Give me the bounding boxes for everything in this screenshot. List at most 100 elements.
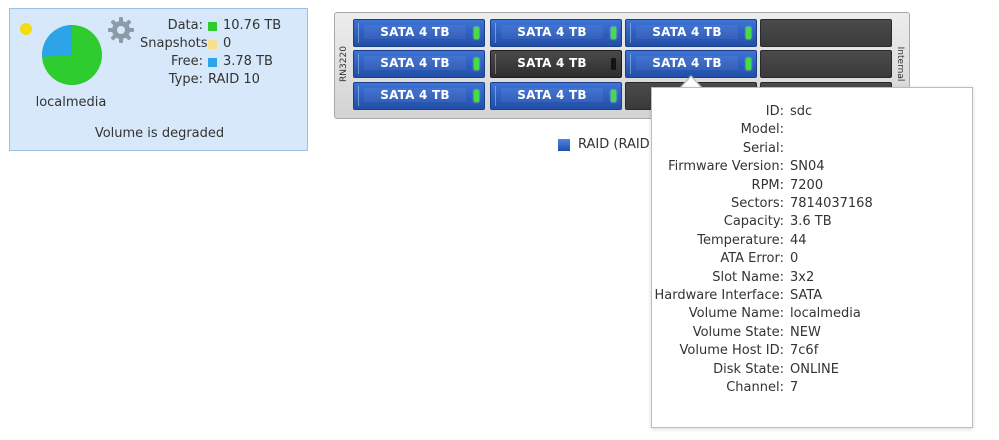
volume-name: localmedia (35, 95, 107, 110)
drive-bay[interactable]: SATA 4 TB (490, 50, 622, 78)
drive-status-led (474, 27, 479, 39)
volume-state: Volume is degraded (94, 126, 225, 141)
stat-label: Data: (167, 18, 203, 33)
data-swatch (208, 21, 217, 31)
drive-bay[interactable]: SATA 4 TB (353, 50, 485, 78)
drive-label: SATA 4 TB (501, 25, 603, 39)
tooltip-key: Channel: (726, 380, 784, 395)
stat-type: Type: RAID 10 (140, 71, 281, 89)
raid-legend-label: RAID (RAID 1 (578, 137, 663, 152)
volume-stats: Data: 10.76 TB Snapshots: 0 Free: 3.78 T… (140, 17, 281, 89)
tooltip-row: Slot Name: 3x2 (652, 270, 974, 288)
drive-label: SATA 4 TB (364, 56, 466, 70)
tooltip-value: NEW (790, 324, 821, 340)
stat-label: Free: (171, 54, 203, 69)
tooltip-key: Volume Name: (688, 306, 784, 322)
tooltip-key: Volume Host ID: (679, 343, 784, 359)
raid-legend-swatch (558, 138, 570, 151)
tooltip-row: Volume Name: localmedia (652, 306, 974, 324)
drive-bay[interactable]: SATA 4 TB (625, 50, 757, 78)
stat-value: 3.78 TB (223, 54, 273, 69)
stat-value: RAID 10 (208, 72, 260, 87)
tooltip-row: Sectors: 7814037168 (652, 196, 974, 214)
tooltip-value: 0 (790, 251, 799, 267)
tooltip-value: 3.6 TB (790, 214, 832, 230)
drive-status-led (746, 58, 751, 70)
stat-free: Free: 3.78 TB (140, 53, 281, 71)
tooltip-key: RPM: (751, 177, 784, 193)
tooltip-row: Volume Host ID: 7c6f (652, 343, 974, 361)
tooltip-value: SATA (790, 288, 823, 303)
drive-bay-empty[interactable] (760, 19, 892, 47)
free-swatch (208, 57, 217, 67)
tooltip-value: ONLINE (790, 361, 839, 377)
drive-status-led (611, 58, 616, 70)
drive-bay[interactable]: SATA 4 TB (490, 19, 622, 47)
tooltip-key: Serial: (742, 140, 784, 156)
drive-bay[interactable]: SATA 4 TB (490, 82, 622, 110)
drive-handle (358, 54, 361, 74)
tooltip-row: Firmware Version:SN04 (652, 159, 974, 177)
tooltip-key: Model: (740, 122, 784, 138)
tooltip-value: localmedia (790, 306, 861, 322)
tooltip-key: Temperature: (697, 232, 784, 248)
tooltip-row: Volume State: NEW (652, 325, 974, 343)
stat-value: 0 (223, 36, 232, 51)
tooltip-value: 7200 (790, 177, 824, 193)
tooltip-row: Disk State:ONLINE (652, 362, 974, 380)
stat-value: 10.76 TB (223, 18, 282, 33)
volume-card[interactable]: localmedia Volume is degraded Data: 10.7… (9, 8, 308, 151)
stat-label: Snapshots: (140, 36, 212, 51)
tooltip-key: ID: (765, 104, 784, 119)
drive-bay[interactable]: SATA 4 TB (625, 19, 757, 47)
snapshots-swatch (208, 39, 217, 49)
tooltip-row: ATA Error: 0 (652, 251, 974, 269)
tooltip-row: ID: sdc (652, 104, 974, 122)
drive-handle (358, 86, 361, 106)
drive-status-led (611, 90, 616, 102)
tooltip-row: RPM: 7200 (652, 178, 974, 196)
tooltip-key: ATA Error: (720, 251, 784, 267)
drive-status-led (611, 27, 616, 39)
drive-bay[interactable]: SATA 4 TB (353, 19, 485, 47)
drive-label: SATA 4 TB (364, 88, 466, 102)
drive-status-led (746, 27, 751, 39)
tooltip-key: Hardware Interface: (654, 288, 784, 303)
drive-handle (358, 23, 361, 43)
tooltip-key: Capacity: (723, 214, 784, 230)
drive-label: SATA 4 TB (501, 88, 603, 102)
drive-handle (495, 23, 498, 43)
drive-label: SATA 4 TB (517, 56, 587, 70)
tooltip-value: 3x2 (790, 269, 815, 285)
drive-handle (630, 23, 633, 43)
drive-handle (495, 86, 498, 106)
tooltip-row: Channel: 7 (652, 380, 974, 398)
tooltip-key: Sectors: (731, 196, 784, 211)
drive-label: SATA 4 TB (636, 25, 738, 39)
tooltip-value: 44 (790, 232, 807, 248)
drive-label: SATA 4 TB (364, 25, 466, 39)
tooltip-key: Slot Name: (712, 269, 784, 285)
volume-status-indicator (20, 23, 32, 35)
stat-snapshots: Snapshots: 0 (140, 35, 281, 53)
drive-bay-empty[interactable] (760, 50, 892, 78)
tooltip-value: sdc (790, 104, 813, 119)
drive-handle (495, 54, 498, 74)
tooltip-value: 7c6f (790, 343, 819, 359)
chassis-model-label: RN3220 (339, 46, 349, 82)
tooltip-value: 7814037168 (790, 196, 873, 211)
pie-free-slice (42, 25, 72, 57)
tooltip-key: Volume State: (692, 324, 784, 340)
stat-data: Data: 10.76 TB (140, 17, 282, 35)
tooltip-value: 7 (790, 380, 799, 395)
tooltip-arrow-fill (680, 77, 702, 89)
volume-usage-pie (42, 25, 102, 85)
drive-bay[interactable]: SATA 4 TB (353, 82, 485, 110)
tooltip-row: Hardware Interface: SATA (652, 288, 974, 306)
gear-icon[interactable] (107, 16, 135, 44)
tooltip-row: Temperature: 44 (652, 233, 974, 251)
tooltip-value: SN04 (790, 159, 825, 175)
tooltip-row: Model: (652, 122, 974, 140)
drive-label: SATA 4 TB (636, 56, 738, 70)
